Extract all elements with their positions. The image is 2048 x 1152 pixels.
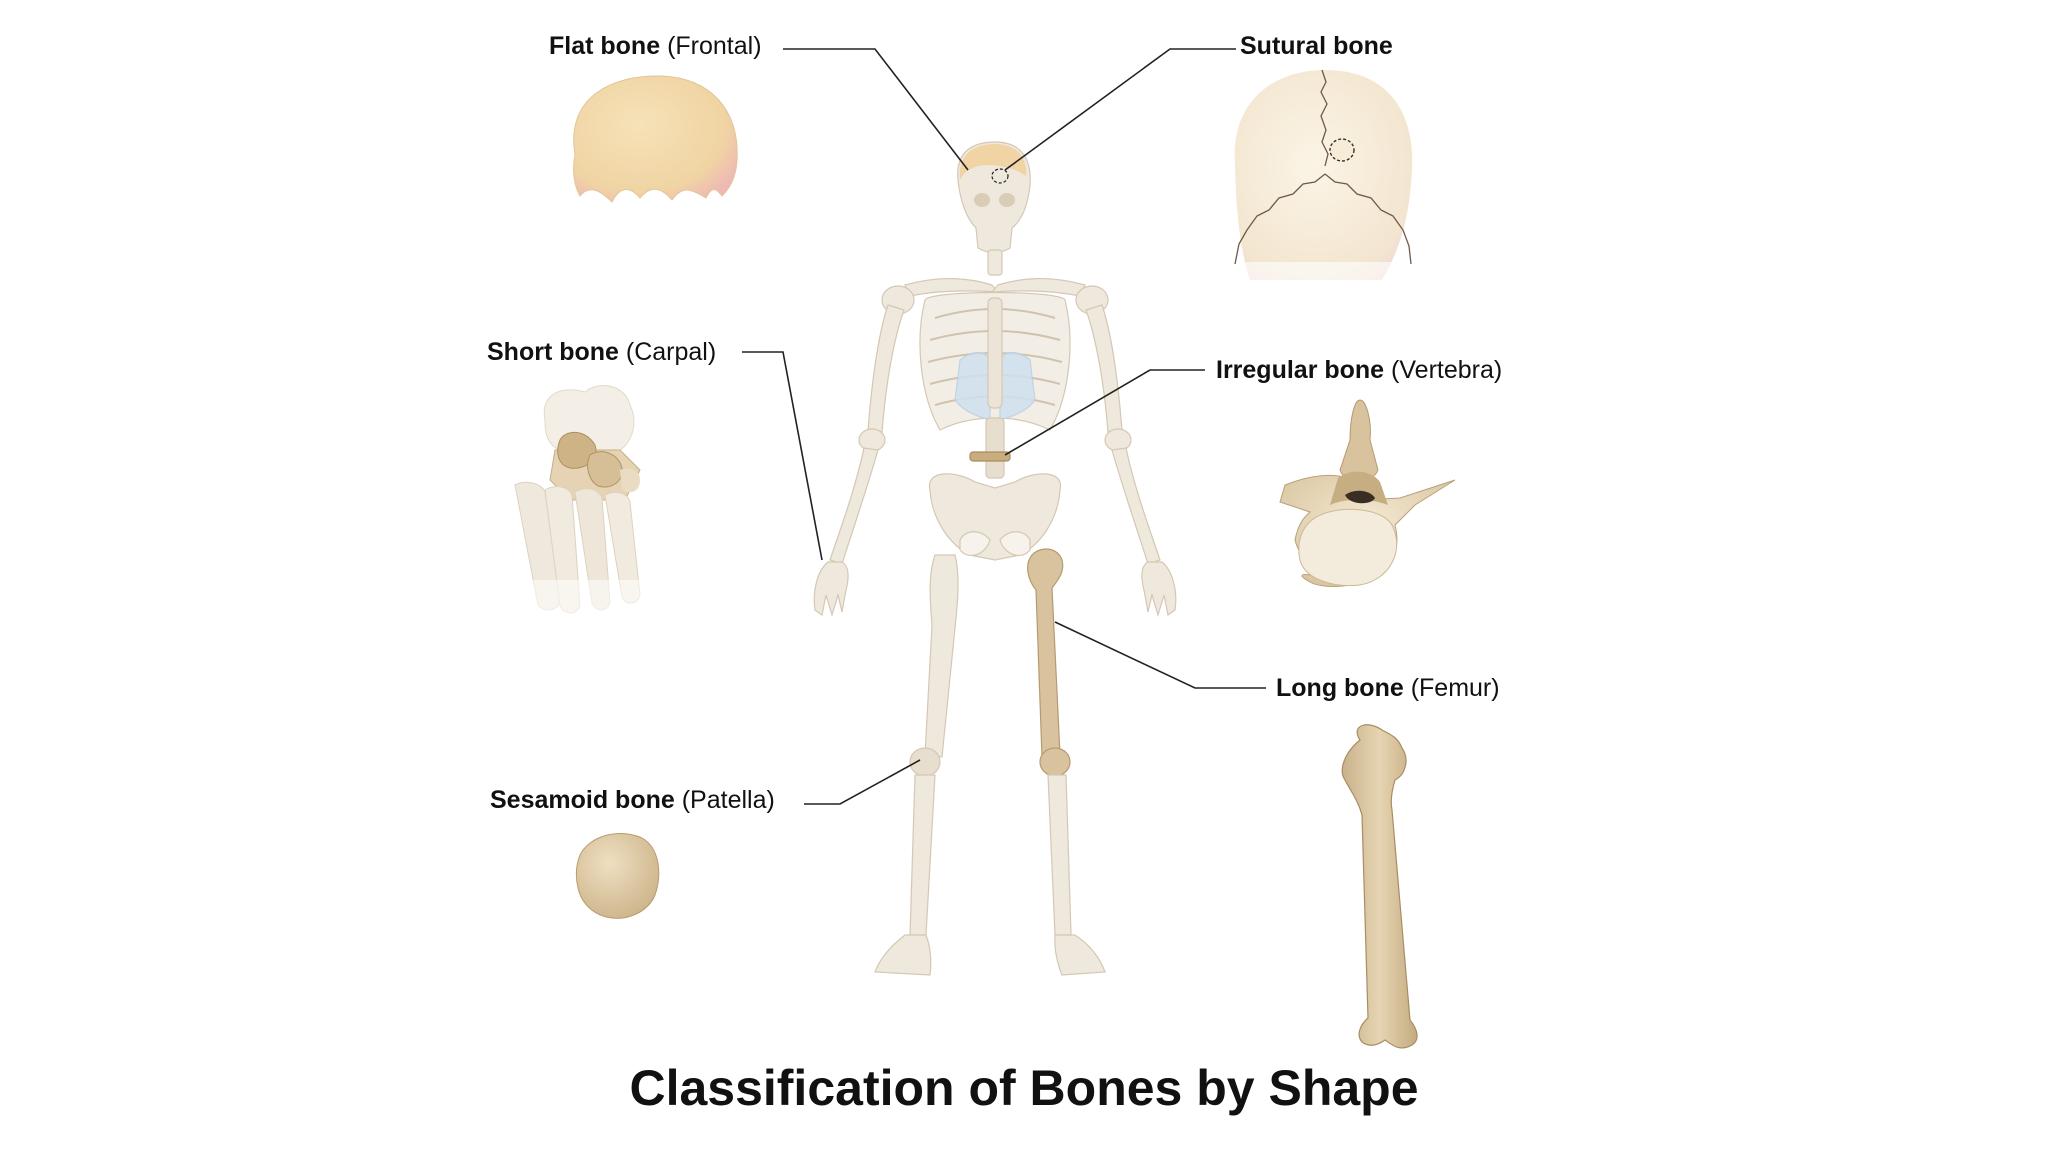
patella-specimen — [575, 833, 660, 919]
label-irregular-bone-name: Irregular bone — [1216, 356, 1385, 384]
leader-line-sesamoid — [804, 759, 921, 805]
label-long-bone: Long bone (Femur) — [1276, 673, 1500, 703]
label-short-bone: Short bone (Carpal) — [487, 337, 716, 367]
leader-line-irregular — [1004, 369, 1205, 456]
label-flat-bone-name: Flat bone — [549, 32, 661, 60]
label-sutural-bone-name: Sutural bone — [1240, 32, 1393, 60]
label-flat-bone: Flat bone (Frontal) — [549, 31, 762, 61]
femur-specimen — [1341, 724, 1418, 1049]
label-short-bone-detail: (Carpal) — [625, 338, 717, 366]
label-flat-bone-detail: (Frontal) — [667, 32, 762, 60]
leader-lines — [742, 48, 1266, 805]
frontal-bone-specimen — [573, 75, 738, 203]
label-long-bone-name: Long bone — [1276, 674, 1404, 702]
leader-line-long — [1054, 621, 1266, 689]
vertebra-specimen — [1279, 399, 1456, 587]
label-sesamoid-bone-detail: (Patella) — [681, 786, 775, 814]
carpal-bones-specimen — [500, 385, 670, 625]
label-sesamoid-bone: Sesamoid bone (Patella) — [490, 785, 775, 815]
leader-line-flat — [783, 48, 969, 171]
label-sutural-bone: Sutural bone — [1240, 31, 1393, 61]
full-skeleton — [813, 141, 1177, 976]
label-sesamoid-bone-name: Sesamoid bone — [490, 786, 675, 814]
leader-line-short — [742, 351, 823, 561]
label-long-bone-detail: (Femur) — [1410, 674, 1500, 702]
leader-line-sutural — [1004, 48, 1236, 171]
label-short-bone-name: Short bone — [487, 338, 619, 366]
label-irregular-bone-detail: (Vertebra) — [1391, 356, 1503, 384]
label-irregular-bone: Irregular bone (Vertebra) — [1216, 355, 1502, 385]
diagram-title: Classification of Bones by Shape — [629, 1060, 1419, 1116]
sutural-bone-specimen — [1234, 69, 1413, 286]
